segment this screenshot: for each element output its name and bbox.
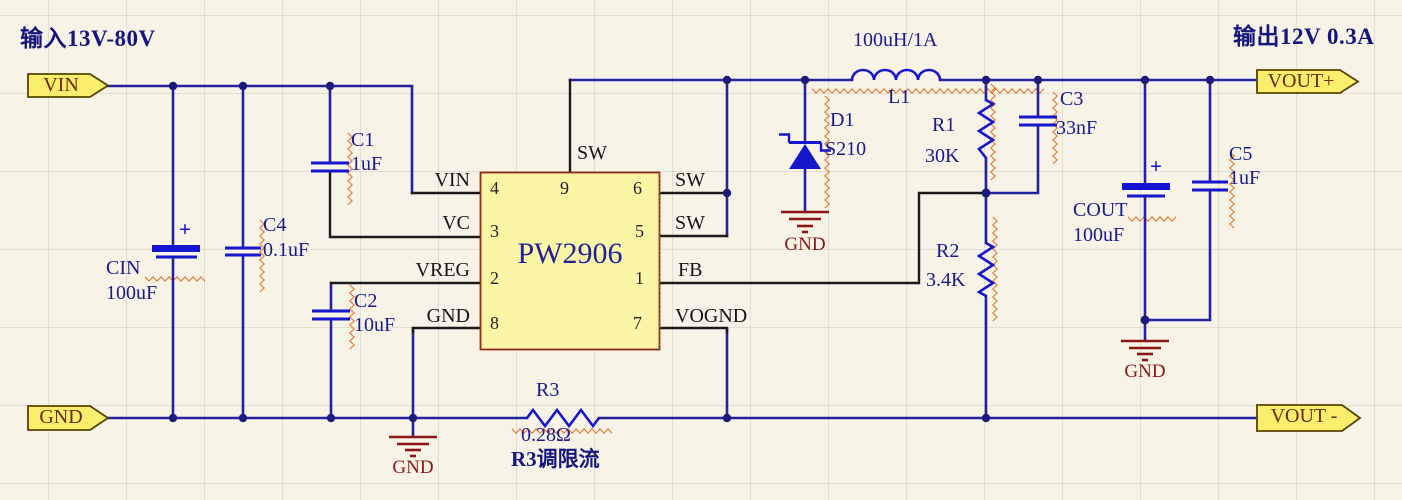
ic-pin3-number: 3 [490,221,499,241]
cout-plus-sign: + [1150,154,1162,178]
l1-value: 100uH/1A [853,29,938,51]
port-vout-minus-shape [1256,404,1362,432]
junction-dots [168,75,1215,423]
c4-designator: C4 [263,214,287,236]
ic-pin2-number: 2 [490,268,499,288]
gnd-label-cout: GND [1124,361,1166,382]
r2-designator: R2 [936,240,960,262]
capacitor-cout [1122,183,1170,198]
port-vout-minus-label: VOUT - [1270,405,1338,427]
diode-anode-triangle [789,144,821,169]
inductor-l1 [850,68,942,81]
ic-pin7-number: 7 [633,313,642,333]
cin-designator: CIN [106,257,141,279]
c2-designator: C2 [354,290,378,312]
port-vin-shape [27,73,110,98]
capacitor-c1 [311,161,349,173]
c3-designator: C3 [1060,88,1084,110]
r2-value: 3.4K [926,269,966,291]
ic-pin8-name: GND [426,305,470,327]
output-spec-label: 输出12V 0.3A [1233,24,1375,49]
capacitor-c5 [1192,180,1228,192]
r3-value: 0.28Ω [521,424,571,446]
diode-d1 [779,133,831,169]
d1-value: S210 [825,138,867,160]
c5-designator: C5 [1229,143,1253,165]
cout-designator: COUT [1073,199,1128,221]
cin-plate-positive [152,245,200,252]
ic-pin6-name: SW [675,169,705,191]
l1-designator: L1 [888,86,911,108]
capacitor-c2 [312,309,350,321]
r1-designator: R1 [932,114,956,136]
ic-pin6-number: 6 [633,178,642,198]
r3-note: R3调限流 [511,447,600,471]
capacitor-cin [152,245,200,259]
c4-value: 0.1uF [263,239,310,261]
pin-stub-wires [328,78,988,334]
ground-symbol-cout [1121,339,1169,362]
ic-pin8-number: 8 [490,313,499,333]
ic-pin2-name: VREG [415,259,470,281]
c5-value: 1uF [1229,167,1261,189]
ic-pw2906 [479,171,661,351]
cout-plate-positive [1122,183,1170,190]
ground-symbol-d1 [781,210,829,234]
resistor-r2 [976,241,996,298]
d1-designator: D1 [830,109,855,131]
r3-designator: R3 [536,379,560,401]
ports [27,69,1362,432]
ic-pin7-name: VOGND [675,305,748,327]
input-spec-label: 输入13V-80V [20,26,156,51]
resistor-r3 [525,407,601,429]
c2-value: 10uF [354,314,396,336]
ic-pin9-name: SW [577,142,607,164]
ic-pin3-name: VC [442,212,470,234]
ic-pin1-number: 1 [635,268,644,288]
cout-value: 100uF [1073,224,1125,246]
ground-symbol-ic [389,418,437,458]
ic-pin5-number: 5 [635,221,644,241]
capacitor-c3 [1019,115,1057,127]
gnd-label-ic: GND [392,457,434,478]
ic-pin9-number: 9 [560,178,569,198]
port-vin-label: VIN [43,74,79,96]
erc-markers [144,83,1236,435]
ic-pin4-number: 4 [490,178,499,198]
resistor-r1 [976,98,996,159]
cin-plus-sign: + [179,217,191,241]
ic-pin5-name: SW [675,212,705,234]
ic-pin1-name: FB [678,259,703,281]
port-vout-plus-shape [1256,69,1360,94]
ic-part-number: PW2906 [517,237,623,270]
port-gnd-label: GND [39,406,83,428]
c1-value: 1uF [351,153,383,175]
port-vout-plus-label: VOUT+ [1267,70,1335,92]
c1-designator: C1 [351,129,375,151]
port-gnd-shape [27,405,110,431]
ic-pin4-name: VIN [434,169,470,191]
r1-value: 30K [925,145,960,167]
c3-value: 33nF [1056,117,1098,139]
gnd-label-d1: GND [784,234,826,255]
capacitor-c4 [225,246,261,257]
cin-value: 100uF [106,282,158,304]
